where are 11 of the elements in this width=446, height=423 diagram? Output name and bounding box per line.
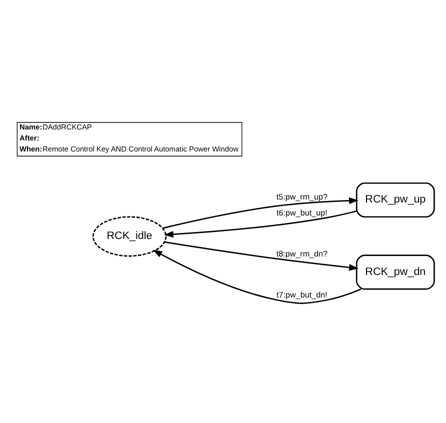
arrow [164,210,357,238]
arrow [162,197,359,229]
label: Remote Control Key AND Control Automatic Power Window [42,144,238,154]
label: After: [20,133,40,142]
node-box: RCK_pw_up [356,182,435,218]
arrow [152,250,362,304]
label: When: [20,144,42,154]
arrow [164,241,359,271]
label: DAddRCKCAP [42,122,92,132]
label: Name: [20,122,42,132]
node-box: RCK_pw_dn [356,254,435,290]
